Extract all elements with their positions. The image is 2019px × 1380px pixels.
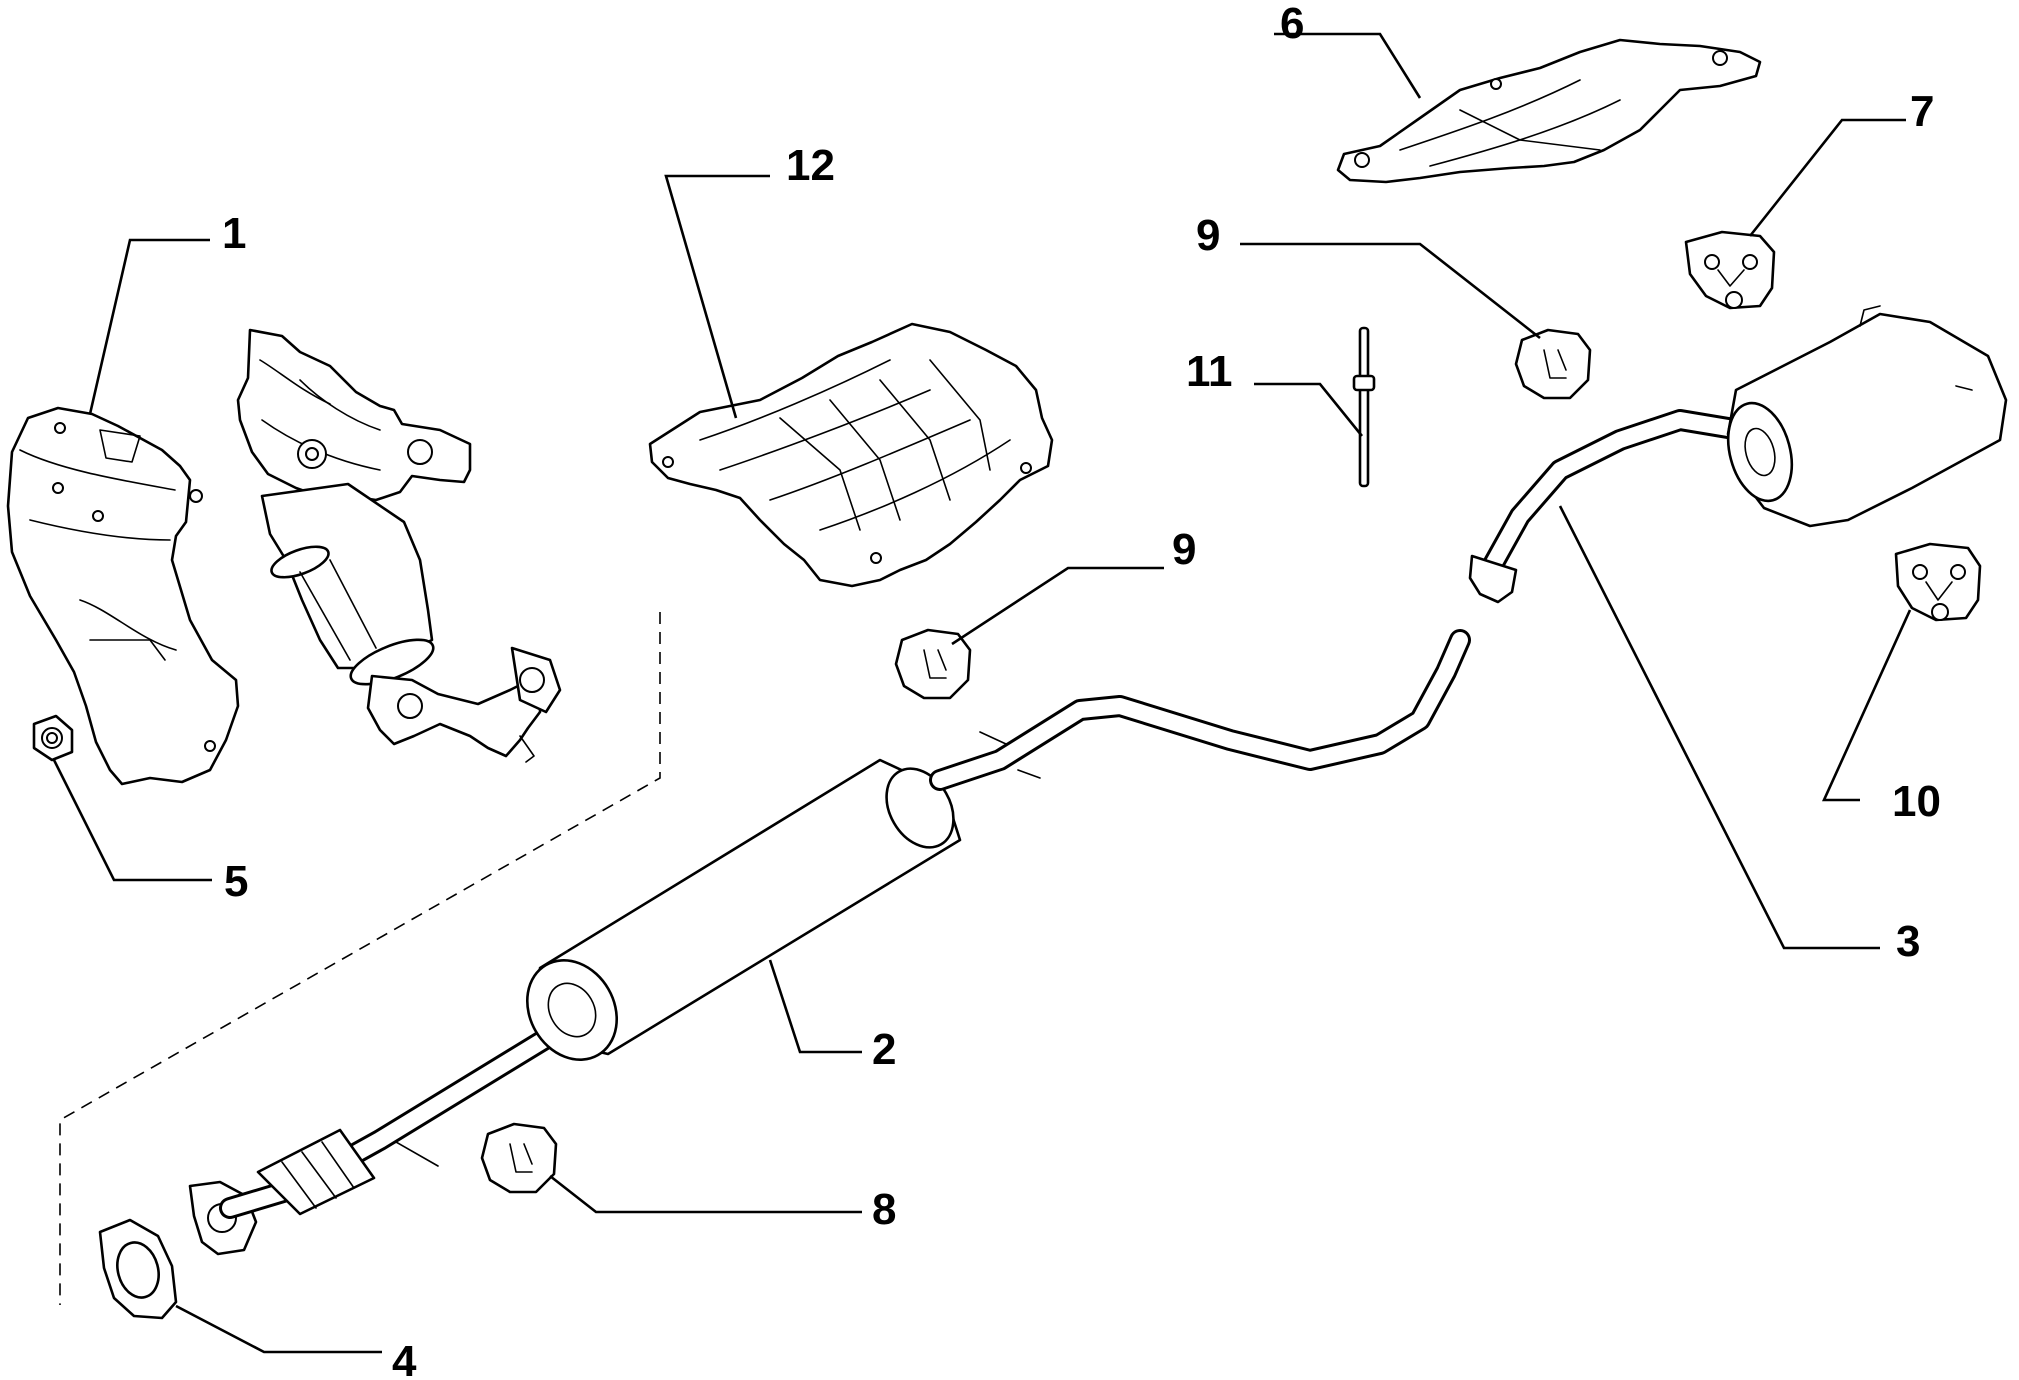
leader-11 bbox=[1254, 382, 1364, 437]
part-8-rubber-ring[interactable] bbox=[480, 1122, 558, 1194]
leader-9-upper bbox=[1240, 242, 1541, 340]
leader-2 bbox=[768, 959, 862, 1054]
leader-5 bbox=[52, 759, 212, 882]
leader-1 bbox=[88, 238, 210, 415]
callout-labels: 1 2 3 4 5 6 7 8 9 9 10 11 12 bbox=[222, 0, 1941, 1380]
part-5-nut[interactable] bbox=[32, 714, 74, 762]
part-4-gasket[interactable] bbox=[98, 1218, 178, 1320]
part-1-heat-shield[interactable] bbox=[6, 406, 240, 786]
leader-4 bbox=[175, 1304, 382, 1354]
callout-12: 12 bbox=[786, 141, 835, 190]
callout-7: 7 bbox=[1910, 87, 1934, 136]
part-3-rear-silencer[interactable] bbox=[1468, 305, 2008, 604]
part-2-intermediate-pipe[interactable] bbox=[188, 629, 1471, 1256]
callout-9-lower: 9 bbox=[1172, 525, 1196, 574]
leader-10 bbox=[1821, 609, 1912, 802]
part-6-heat-shield[interactable] bbox=[1336, 38, 1762, 184]
leader-6 bbox=[1274, 32, 1422, 99]
assembly-dashed-outline bbox=[59, 612, 661, 1305]
callout-2: 2 bbox=[872, 1025, 896, 1074]
leader-lines bbox=[52, 32, 1912, 1354]
callout-5: 5 bbox=[224, 857, 248, 906]
part-9-rubber-ring-lower[interactable] bbox=[894, 628, 972, 700]
part-11-rivet[interactable] bbox=[1352, 326, 1376, 488]
leader-12 bbox=[664, 174, 770, 419]
callout-4: 4 bbox=[392, 1337, 417, 1380]
part-7-hanger[interactable] bbox=[1684, 230, 1776, 310]
callout-3: 3 bbox=[1896, 917, 1920, 966]
leader-8 bbox=[549, 1174, 862, 1214]
callout-10: 10 bbox=[1892, 777, 1941, 826]
callout-9-upper: 9 bbox=[1196, 211, 1220, 260]
part-9-rubber-ring-upper[interactable] bbox=[1514, 328, 1592, 400]
part-10-hanger[interactable] bbox=[1894, 542, 1982, 622]
callout-8: 8 bbox=[872, 1185, 896, 1234]
exhaust-manifold-catalyst[interactable] bbox=[236, 328, 562, 763]
part-12-heat-shield[interactable] bbox=[648, 322, 1054, 588]
callout-11: 11 bbox=[1186, 347, 1233, 396]
leader-3 bbox=[1558, 505, 1880, 950]
callout-1: 1 bbox=[222, 209, 246, 258]
leader-7 bbox=[1748, 118, 1906, 237]
callout-6: 6 bbox=[1280, 0, 1304, 48]
leader-9-lower bbox=[951, 566, 1164, 646]
